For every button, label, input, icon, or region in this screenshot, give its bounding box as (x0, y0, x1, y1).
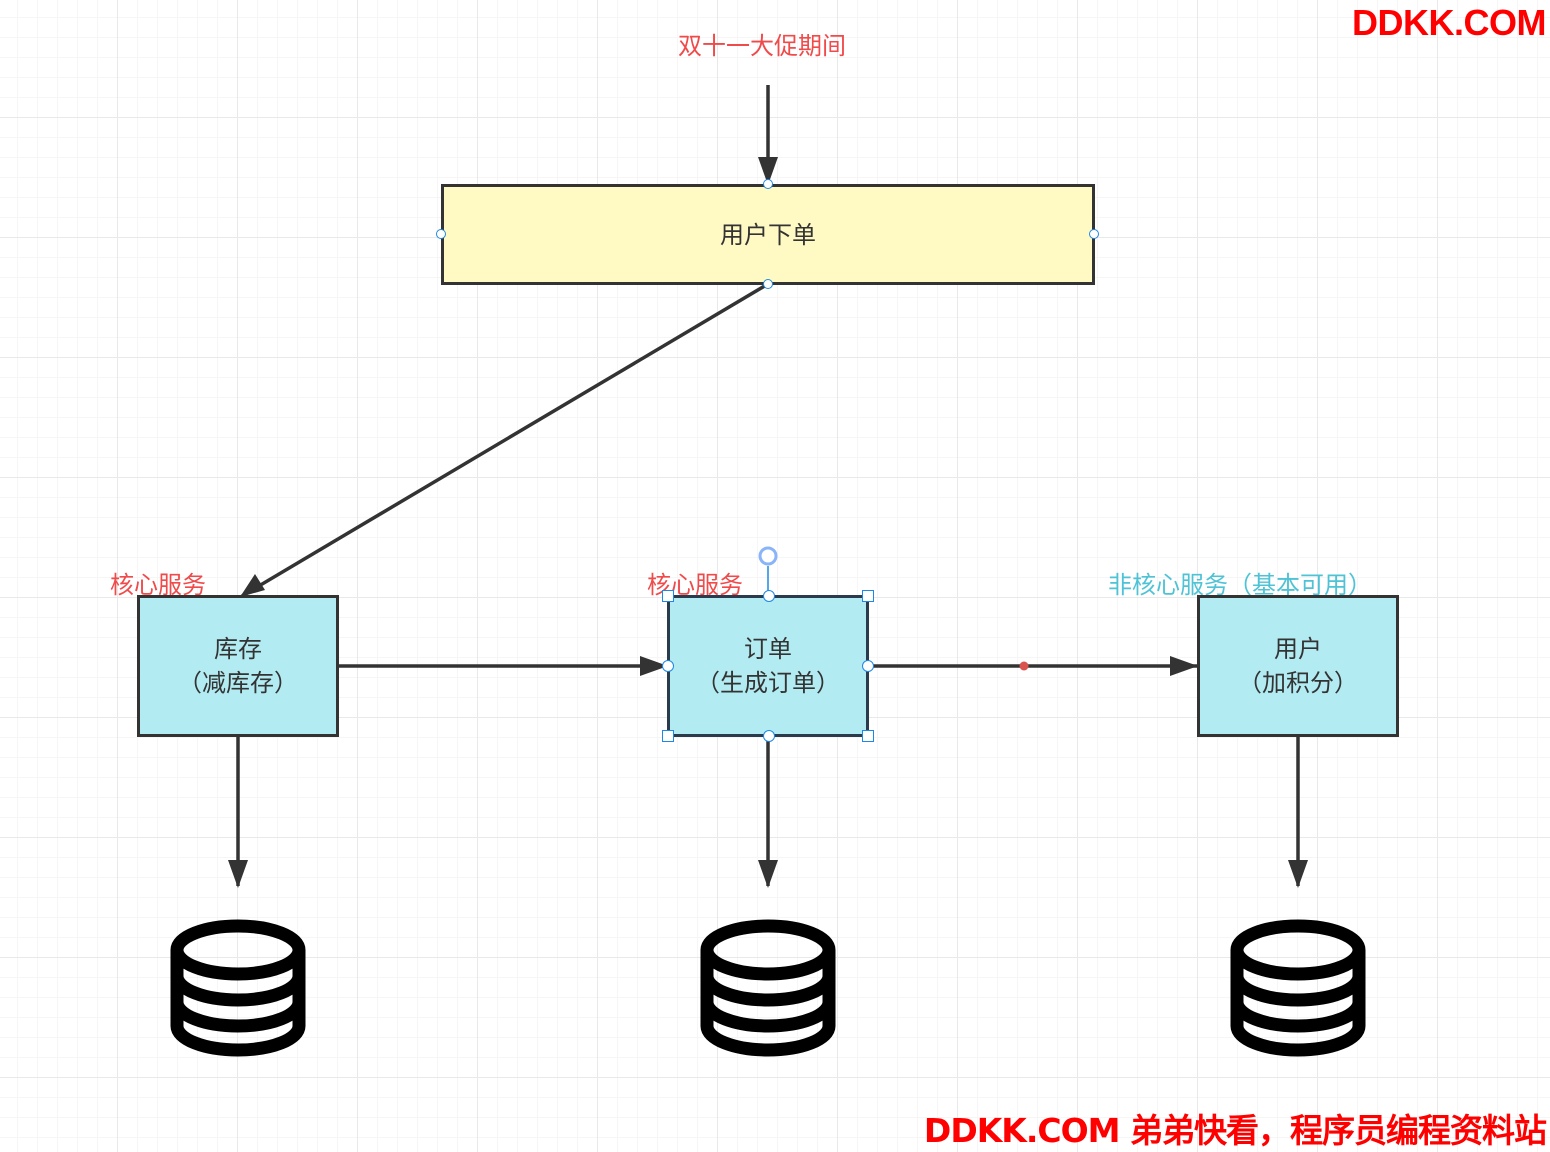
edge-midpoint-dot[interactable] (1019, 661, 1029, 671)
resize-handle-se[interactable] (862, 730, 874, 742)
arrowhead (228, 860, 248, 888)
resize-handle-nw[interactable] (662, 590, 674, 602)
connection-point[interactable] (862, 660, 874, 672)
arrowhead (1288, 860, 1308, 888)
service-detail: （生成订单） (696, 669, 840, 697)
service-detail: （减库存） (178, 669, 298, 697)
arrow-order-to-inventory[interactable] (241, 282, 769, 598)
resize-handle-ne[interactable] (862, 590, 874, 602)
arrowhead (1170, 656, 1198, 676)
arrowhead (758, 157, 778, 185)
service-detail: （加积分） (1238, 669, 1358, 697)
service-node-user[interactable]: 用户 （加积分） (1197, 595, 1399, 737)
service-tag-user: 非核心服务（基本可用） (1108, 571, 1372, 599)
arrowhead (640, 656, 668, 676)
resize-handle-sw[interactable] (662, 730, 674, 742)
service-name: 订单 (744, 635, 792, 663)
service-name: 用户 (1274, 635, 1322, 663)
service-name: 库存 (214, 635, 262, 663)
connection-point[interactable] (662, 660, 674, 672)
connection-point[interactable] (763, 279, 773, 289)
connection-point[interactable] (763, 179, 773, 189)
start-label: 双十一大促期间 (678, 32, 846, 60)
connection-point[interactable] (436, 229, 446, 239)
watermark-top: DDKK.COM (1352, 2, 1546, 43)
database-icon (170, 919, 306, 1057)
order-node-label: 用户下单 (720, 220, 816, 249)
service-node-inventory[interactable]: 库存 （减库存） (137, 595, 339, 737)
connection-point[interactable] (1089, 229, 1099, 239)
service-tag-inventory: 核心服务 (110, 571, 206, 599)
database-icon (700, 919, 836, 1057)
order-node[interactable]: 用户下单 (441, 184, 1095, 285)
database-icon (1230, 919, 1366, 1057)
arrowhead (240, 574, 265, 597)
connection-point[interactable] (763, 730, 775, 742)
arrowhead (758, 860, 778, 888)
rotate-handle[interactable] (758, 546, 778, 566)
watermark-bottom: DDKK.COM 弟弟快看，程序员编程资料站 (923, 1111, 1547, 1150)
service-node-orderservice[interactable]: 订单 （生成订单） (667, 595, 869, 737)
connection-point[interactable] (763, 590, 775, 602)
